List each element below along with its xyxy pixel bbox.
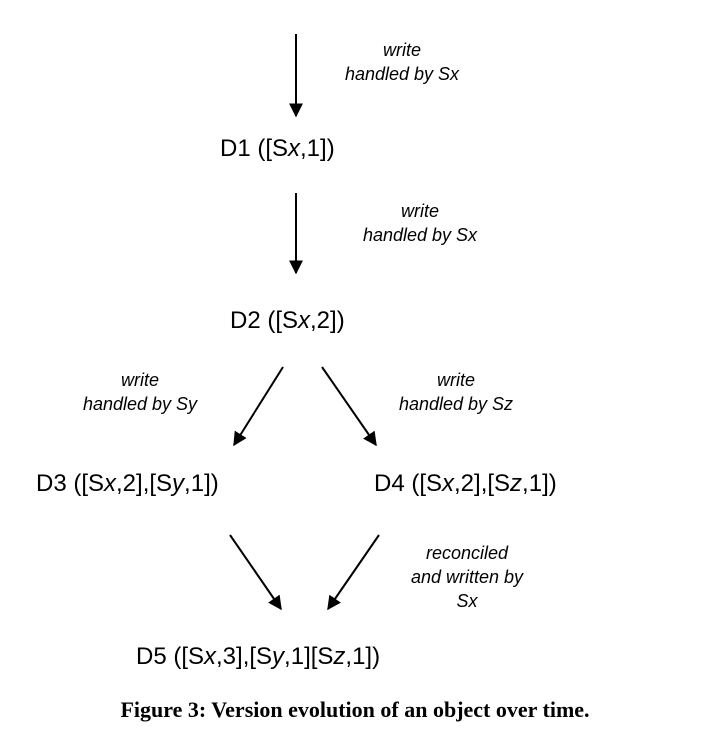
version-node-d3: D3 ([Sx,2],[Sy,1]) xyxy=(36,470,219,498)
edge-label-line: write xyxy=(400,201,439,221)
edge-label-line: write xyxy=(120,370,159,390)
node-label-segment: x xyxy=(298,307,311,334)
edge-label-line: reconciled xyxy=(425,543,509,563)
node-label-segment: ,3],[S xyxy=(216,643,273,670)
version-node-d5: D5 ([Sx,3],[Sy,1][Sz,1]) xyxy=(136,643,380,671)
node-label-segment: z xyxy=(510,470,523,497)
edge-label-d2-d3: write handled by Sy xyxy=(50,368,230,416)
node-label-segment: ,1]) xyxy=(522,470,557,497)
edge-label-line: handled by Sx xyxy=(362,225,478,245)
node-label-segment: x xyxy=(204,643,217,670)
node-label-segment: x xyxy=(442,470,455,497)
node-label-segment: ,1]) xyxy=(345,643,381,670)
edge-label-line: write xyxy=(382,40,421,60)
node-label-segment: ,1][S xyxy=(284,643,334,670)
edge-label-incoming-d1: write handled by Sx xyxy=(312,38,492,86)
edge-label-line: write xyxy=(436,370,475,390)
node-label-segment: ,2]) xyxy=(310,307,345,334)
node-label-segment: ,1]) xyxy=(184,470,219,497)
node-label-segment: D3 ([S xyxy=(36,470,105,497)
node-label-segment: y xyxy=(272,643,285,670)
edge-label-line: handled by Sx xyxy=(344,64,460,84)
version-node-d4: D4 ([Sx,2],[Sz,1]) xyxy=(374,470,557,498)
arrow-d3-to-d5 xyxy=(229,534,282,611)
node-label-segment: ,2],[S xyxy=(116,470,173,497)
edge-label-line: handled by Sy xyxy=(82,394,198,414)
edge-label-d2-d4: write handled by Sz xyxy=(366,368,546,416)
edge-label-line: handled by Sz xyxy=(398,394,514,414)
edge-label-d4-d5: reconciled and written by Sx xyxy=(382,541,552,613)
node-label-segment: D1 ([S xyxy=(220,135,289,162)
node-label-segment: x xyxy=(104,470,117,497)
node-label-segment: y xyxy=(172,470,185,497)
version-node-d1: D1 ([Sx,1]) xyxy=(220,135,335,163)
edge-label-d1-d2: write handled by Sx xyxy=(330,199,510,247)
version-node-d2: D2 ([Sx,2]) xyxy=(230,307,345,335)
arrow-d2-to-d4 xyxy=(321,366,377,447)
node-label-segment: x xyxy=(288,135,301,162)
arrow-d4-to-d5 xyxy=(327,534,380,611)
node-label-segment: ,2],[S xyxy=(454,470,511,497)
node-label-segment: D4 ([S xyxy=(374,470,443,497)
figure-caption: Figure 3: Version evolution of an object… xyxy=(120,697,590,722)
node-label-segment: z xyxy=(333,643,346,670)
arrow-d2-to-d3 xyxy=(233,366,284,447)
node-label-segment: ,1]) xyxy=(300,135,335,162)
node-label-segment: D2 ([S xyxy=(230,307,299,334)
node-label-segment: D5 ([S xyxy=(136,643,205,670)
edge-label-line: and written by xyxy=(410,567,524,587)
edge-label-line: Sx xyxy=(456,591,478,611)
